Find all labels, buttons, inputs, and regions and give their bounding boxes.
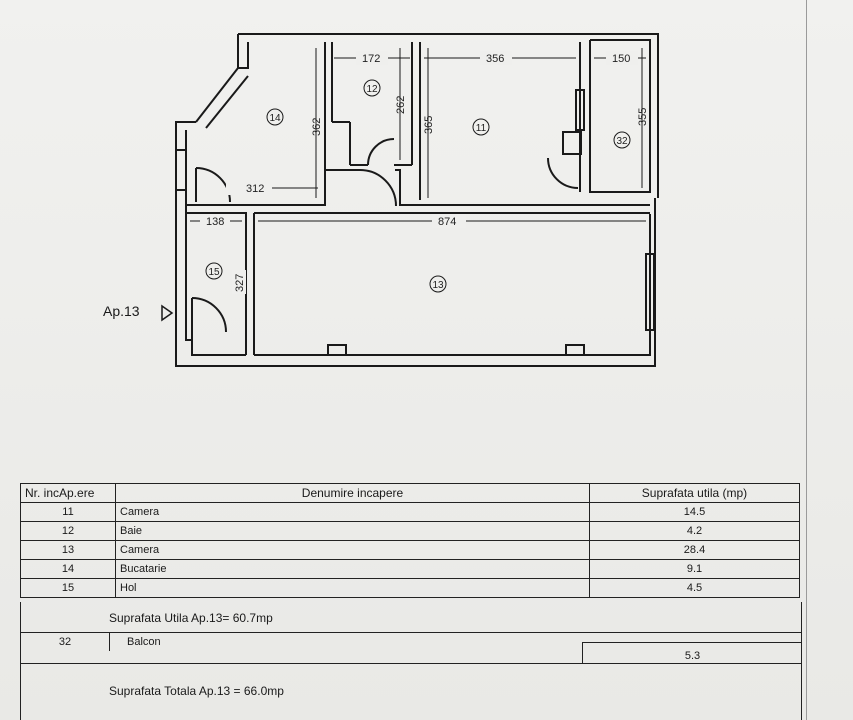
row-nr: 11 <box>20 502 116 522</box>
row-area: 9.1 <box>589 559 800 579</box>
dim-365: 365 <box>423 116 435 134</box>
header-area: Suprafata utila (mp) <box>589 483 800 503</box>
header-name: Denumire incapere <box>115 483 590 503</box>
grand-total: Suprafata Totala Ap.13 = 66.0mp <box>20 664 802 720</box>
dim-355: 355 <box>637 108 649 126</box>
row-name: Camera <box>115 540 590 560</box>
row-nr: 14 <box>20 559 116 579</box>
dim-362: 362 <box>311 118 323 136</box>
entrance-arrow-icon <box>161 304 174 322</box>
dim-172: 172 <box>362 53 380 65</box>
row-nr: 12 <box>20 521 116 541</box>
dim-138: 138 <box>206 216 224 228</box>
dim-262: 262 <box>395 96 407 114</box>
room-12-number: 12 <box>366 84 378 95</box>
row-area: 4.2 <box>589 521 800 541</box>
row-name: Camera <box>115 502 590 522</box>
room-13-number: 13 <box>432 280 444 291</box>
table-row: 12 Baie 4.2 <box>20 521 800 541</box>
dim-327: 327 <box>234 274 246 292</box>
room-14-number: 14 <box>269 113 281 124</box>
table-row: 11 Camera 14.5 <box>20 502 800 522</box>
row-nr: 13 <box>20 540 116 560</box>
row-name: Baie <box>115 521 590 541</box>
dim-356: 356 <box>486 53 504 65</box>
room-15-number: 15 <box>208 267 220 278</box>
dim-874: 874 <box>438 216 456 228</box>
dim-150: 150 <box>612 53 630 65</box>
row-area: 14.5 <box>589 502 800 522</box>
row-name: Bucatarie <box>115 559 590 579</box>
apartment-label: Ap.13 <box>103 303 140 319</box>
table-header-row: Nr. incAp.ere Denumire incapere Suprafat… <box>20 483 800 503</box>
balcony-row: 32 Balcon 5.3 <box>20 633 802 664</box>
grand-total-text: Suprafata Totala Ap.13 = 66.0mp <box>109 684 284 698</box>
useful-area-total: Suprafata Utila Ap.13= 60.7mp <box>20 602 802 633</box>
table-row: 13 Camera 28.4 <box>20 540 800 560</box>
balcony-nr: 32 <box>21 633 110 651</box>
row-nr: 15 <box>20 578 116 598</box>
dim-312: 312 <box>246 183 264 195</box>
balcony-name: Balcon <box>127 636 161 648</box>
floor-plan: 172 356 150 312 138 874 362 262 365 355 … <box>175 33 659 367</box>
balcony-area: 5.3 <box>582 642 802 664</box>
room-32-number: 32 <box>616 136 628 147</box>
row-area: 4.5 <box>589 578 800 598</box>
table-row: 14 Bucatarie 9.1 <box>20 559 800 579</box>
header-nr: Nr. incAp.ere <box>20 483 116 503</box>
room-11-number: 11 <box>476 123 487 134</box>
row-name: Hol <box>115 578 590 598</box>
row-area: 28.4 <box>589 540 800 560</box>
useful-area-text: Suprafata Utila Ap.13= 60.7mp <box>109 611 273 625</box>
page-border <box>806 0 807 720</box>
rooms-table: Nr. incAp.ere Denumire incapere Suprafat… <box>20 483 800 598</box>
table-row: 15 Hol 4.5 <box>20 578 800 598</box>
